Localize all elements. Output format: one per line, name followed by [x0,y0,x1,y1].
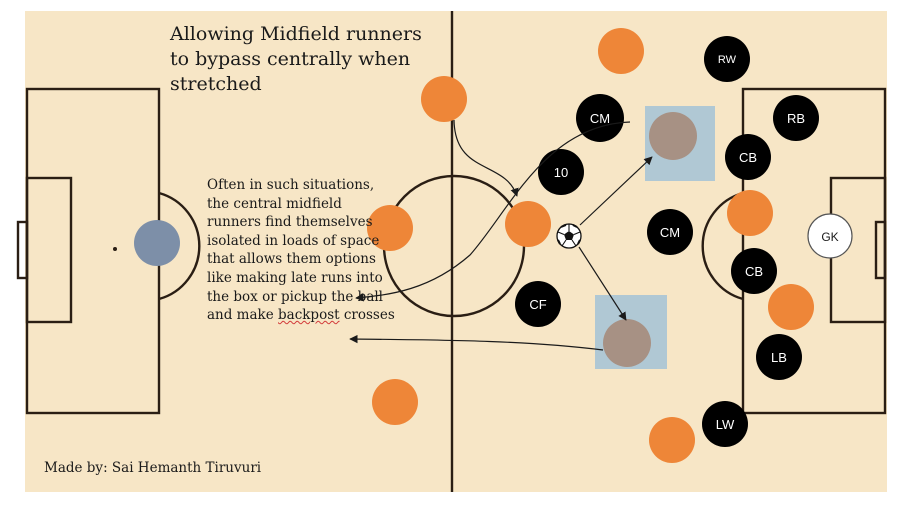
label-10: 10 [554,165,568,180]
home-goalkeeper [134,220,180,266]
attacker-player [367,205,413,251]
attacker-player [598,28,644,74]
label-cb-bottom: CB [745,264,763,279]
left-goal [16,220,29,280]
defender-cb-top [725,134,771,180]
defender-rb [773,95,819,141]
defender-lb [756,334,802,380]
attacker-player [768,284,814,330]
arrow-icon [349,119,653,351]
label-cm-mid: CM [660,225,680,240]
label-lb: LB [771,350,787,365]
label-gk: GK [821,230,838,244]
defender-cb-bottom [731,248,777,294]
label-cf: CF [529,297,546,312]
attacking-team [367,28,814,463]
football-icon [556,223,582,249]
right-penalty-arc [701,191,744,301]
defending-team [515,36,819,447]
label-lw: LW [716,417,735,432]
attacker-player [649,417,695,463]
right-goal [874,220,887,280]
attacker-player [372,379,418,425]
label-rb: RB [787,111,805,126]
annotation-arrow-top [355,121,631,302]
label-cm-top: CM [590,111,610,126]
defender-gk [807,213,853,259]
annotation-text-part: Often in such situations, the central mi… [207,177,384,324]
author-credit: Made by: Sai Hemanth Tiruvuri [44,460,262,476]
label-cb-top: CB [739,150,757,165]
run-arrow-orange [453,119,519,197]
diagram-title: Allowing Midfield runners to bypass cent… [170,23,422,95]
left-penalty-arc [158,191,201,301]
annotation-text: Often in such situations, the central mi… [207,176,397,325]
attacker-player [727,190,773,236]
runner-bottom [603,319,651,367]
annotation-arrow-bottom [349,334,604,351]
defender-cf [515,281,561,327]
defender-10 [538,149,584,195]
pass-arrow-top [579,156,653,226]
pass-arrow-bottom [578,246,627,321]
attacker-player [421,76,467,122]
defender-lw [702,401,748,447]
attacker-player [505,201,551,247]
left-penalty-spot [113,247,117,251]
defender-cm-mid [647,209,693,255]
defender-cm-top [576,94,624,142]
label-rw: RW [718,54,737,66]
defender-rw [704,36,750,82]
annotation-text-end: crosses [339,307,395,324]
runner-top [649,112,697,160]
annotation-underlined-word: backpost [278,307,340,324]
